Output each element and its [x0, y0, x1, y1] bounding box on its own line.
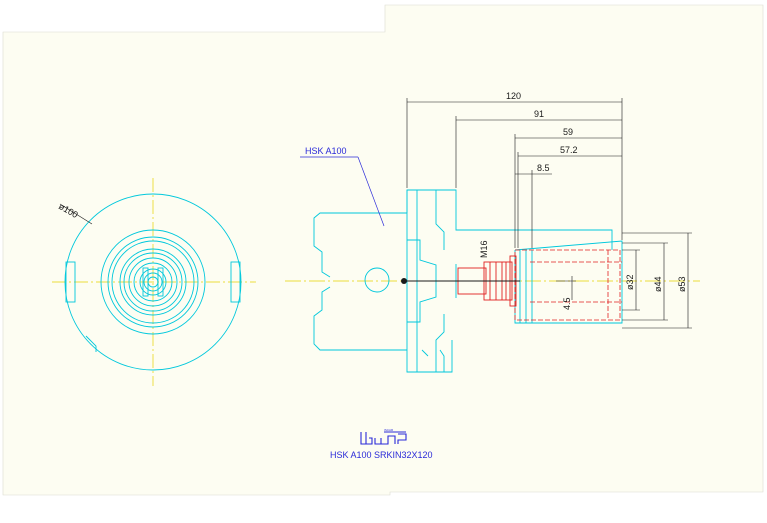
hsk-callout: HSK A100	[300, 146, 385, 227]
hsk-shank	[313, 189, 613, 373]
dim-dia-44: ø44	[653, 276, 663, 292]
hidden-lines	[514, 249, 622, 321]
bore-circle-1	[100, 229, 206, 335]
dim-59: 59	[563, 127, 573, 137]
title-block: ISCAR HSK A100 SRKIN32X120	[330, 428, 433, 460]
drawing-area	[2, 4, 764, 496]
dim-120: 120	[506, 91, 521, 101]
flange-outer-circle	[64, 193, 242, 371]
drawing-title: HSK A100 SRKIN32X120	[330, 450, 433, 460]
coolant-tube-end	[401, 278, 407, 284]
drive-slot-right	[230, 261, 241, 303]
dimension-lines	[406, 98, 692, 329]
iscar-logo: ISCAR	[360, 428, 407, 445]
hsk-side-hole	[364, 267, 390, 293]
dim-91: 91	[534, 109, 544, 119]
dim-57-2: 57.2	[560, 145, 578, 155]
dim-8-5: 8.5	[537, 163, 550, 173]
dim-dia-53: ø53	[677, 276, 687, 292]
logo-text: ISCAR	[384, 428, 394, 432]
dim-thread-m16: M16	[479, 240, 489, 258]
drive-slot-left	[65, 261, 76, 303]
front-view	[52, 178, 256, 386]
dim-dia-32: ø32	[625, 274, 635, 290]
dim-offset-4-5: 4.5	[562, 297, 572, 310]
hsk-callout-label: HSK A100	[305, 146, 347, 156]
